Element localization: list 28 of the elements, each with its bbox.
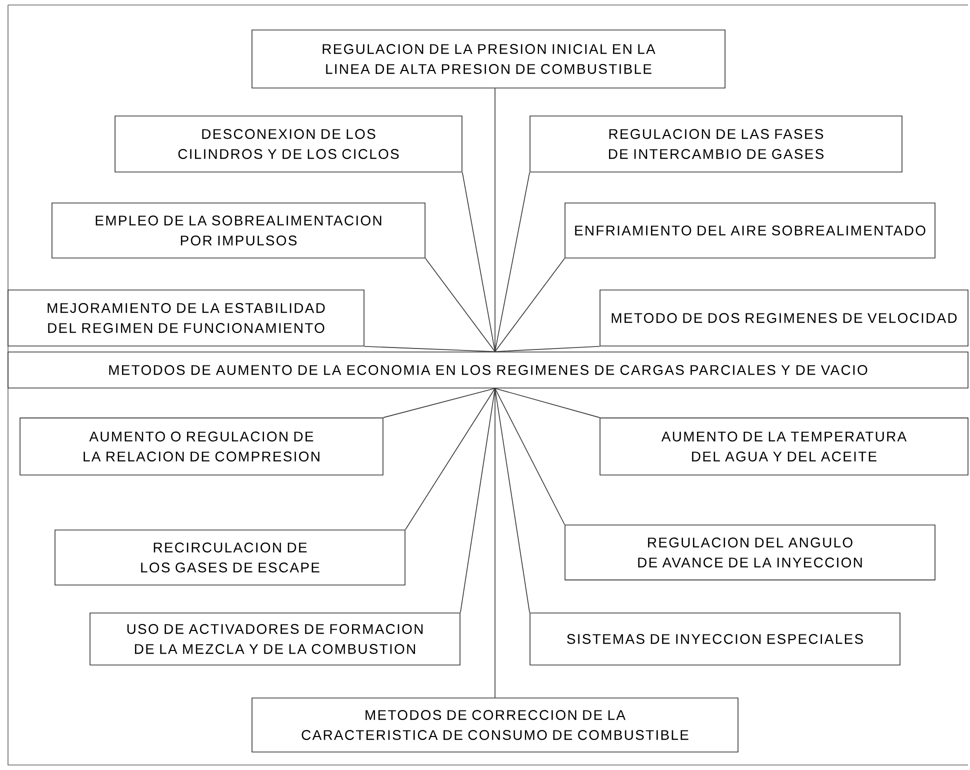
method-box: REGULACION DEL ANGULO DE AVANCE DE LA INYECCION <box>564 524 936 580</box>
connector-line <box>405 388 496 530</box>
method-box: RECIRCULACION DE LOS GASES DE ESCAPE <box>54 530 406 586</box>
connector-line <box>494 388 496 698</box>
method-box: ENFRIAMIENTO DEL AIRE SOBREALIMENTADO <box>564 202 936 258</box>
connector-line <box>494 258 565 352</box>
method-box: AUMENTO O REGULACION DE LA RELACION DE COMPRESION <box>20 418 384 476</box>
method-box: REGULACION DE LAS FASES DE INTERCAMBIO DE GASES <box>530 116 902 172</box>
connector-line <box>494 388 565 526</box>
method-box: MEJORAMIENTO DE LA ESTABILIDAD DEL REGIMEN DE FUNCIONAMIENTO <box>8 290 364 346</box>
method-box: AUMENTO DE LA TEMPERATURA DEL AGUA Y DEL ACEITE <box>600 418 968 476</box>
method-box: USO DE ACTIVADORES DE FORMACION DE LA MEZCLA Y DE LA COMBUSTION <box>90 612 460 666</box>
connector-line <box>494 388 530 613</box>
connector-line <box>364 346 496 352</box>
method-box: METODO DE DOS REGIMENES DE VELOCIDAD <box>600 290 968 346</box>
connector-line <box>462 172 496 352</box>
method-box: DESCONEXION DE LOS CILINDROS Y DE LOS CICLOS <box>114 116 462 172</box>
method-box: SISTEMAS DE INYECCION ESPECIALES <box>530 612 900 666</box>
connector-line <box>494 346 600 352</box>
method-box: EMPLEO DE LA SOBREALIMENTACION POR IMPULSOS <box>52 202 426 258</box>
connector-line <box>382 388 496 418</box>
method-box: METODOS DE CORRECCION DE LA CARACTERISTICA DE CONSUMO DE COMBUSTIBLE <box>252 698 738 752</box>
connector-line <box>494 172 530 352</box>
connector-line <box>425 258 496 352</box>
central-band: METODOS DE AUMENTO DE LA ECONOMIA EN LOS REGIMENES DE CARGAS PARCIALES Y DE VACIO <box>8 352 968 388</box>
method-box: REGULACION DE LA PRESION INICIAL EN LA LINEA DE ALTA PRESION DE COMBUSTIBLE <box>252 30 726 88</box>
connector-line <box>494 388 600 418</box>
connector-line <box>460 388 496 613</box>
